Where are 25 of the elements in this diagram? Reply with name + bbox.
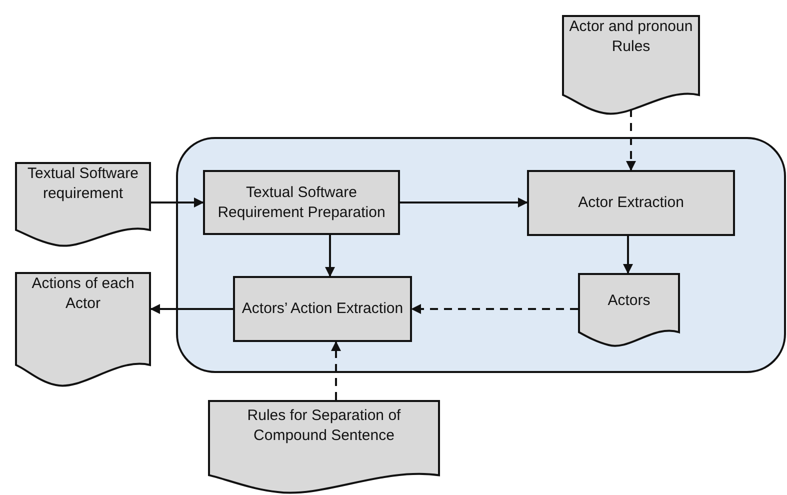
node-label: Actors	[606, 291, 652, 311]
process-box	[527, 170, 735, 236]
node-label: Actor Extraction	[577, 193, 685, 213]
node-label: Textual Software Requirement Preparation	[216, 182, 386, 222]
process-box	[233, 276, 412, 342]
node-label: Textual Software requirement	[26, 164, 140, 204]
arrow	[400, 198, 528, 208]
arrow	[331, 341, 341, 400]
node-label: Actors’ Action Extraction	[240, 299, 404, 319]
arrow	[151, 198, 204, 208]
arrow	[150, 304, 233, 314]
document-shape	[15, 162, 151, 247]
arrow	[325, 235, 335, 277]
document-shape	[208, 400, 440, 494]
document-shape	[562, 15, 700, 115]
process-box	[203, 170, 400, 235]
arrow	[411, 304, 578, 314]
node-label: Rules for Separation of Compound Sentence	[246, 406, 402, 446]
arrow	[626, 109, 636, 171]
arrow	[623, 236, 633, 274]
process-group-panel	[176, 137, 786, 373]
document-shape	[15, 272, 151, 387]
document-shape	[578, 273, 680, 347]
node-label: Actions of each Actor	[30, 274, 136, 314]
node-label: Actor and pronoun Rules	[568, 17, 694, 57]
